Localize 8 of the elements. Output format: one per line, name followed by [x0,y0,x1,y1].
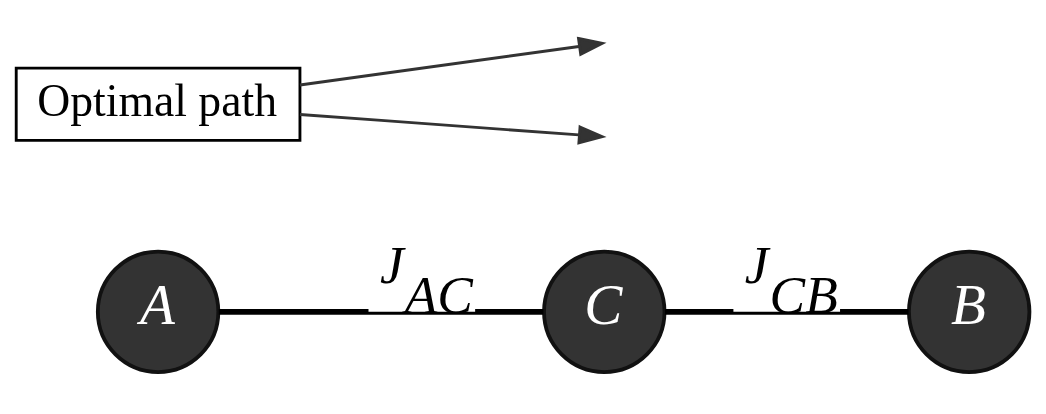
node-circle: A [95,249,221,374]
arrow [299,36,607,86]
node-circle: C [542,249,667,374]
arrow [299,112,607,145]
connector [218,308,544,315]
node-circle: B [907,249,1032,374]
connector [665,308,909,315]
node-box: Optimal path [14,66,302,142]
